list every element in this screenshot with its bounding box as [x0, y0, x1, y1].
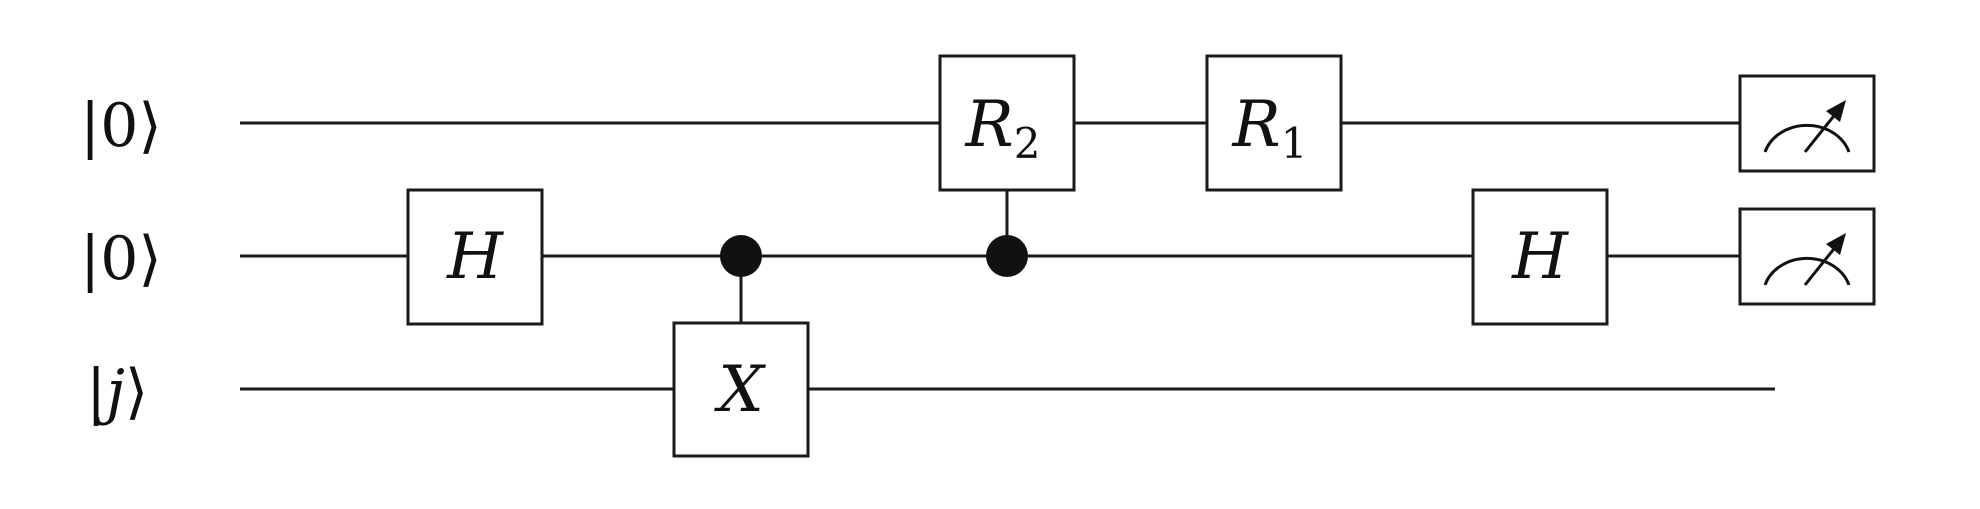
measure-q1	[1738, 207, 1876, 306]
measure-q0	[1738, 74, 1876, 173]
control-dot-cnot	[720, 235, 762, 277]
svg-text:H: H	[1511, 220, 1569, 294]
svg-text:R2: R2	[965, 88, 1041, 168]
h-gate-q1: H	[406, 188, 544, 326]
svg-text:X: X	[713, 353, 766, 427]
ket-label-qubit-0: |0⟩	[80, 91, 162, 161]
r1-gate-q0: R1	[1205, 54, 1343, 192]
r2-gate-q0: R2	[938, 54, 1076, 192]
control-dot-cr2	[986, 235, 1028, 277]
svg-text:R1: R1	[1232, 88, 1308, 168]
ket-label-qubit-2: |j⟩	[86, 357, 148, 427]
measurement-meter-icon	[1763, 100, 1851, 153]
measurement-meter-icon	[1763, 233, 1851, 286]
svg-text:H: H	[446, 220, 504, 294]
x-gate-q2: X	[672, 321, 810, 458]
ket-label-qubit-1: |0⟩	[80, 224, 162, 294]
h-gate-q1-final: H	[1471, 188, 1609, 326]
